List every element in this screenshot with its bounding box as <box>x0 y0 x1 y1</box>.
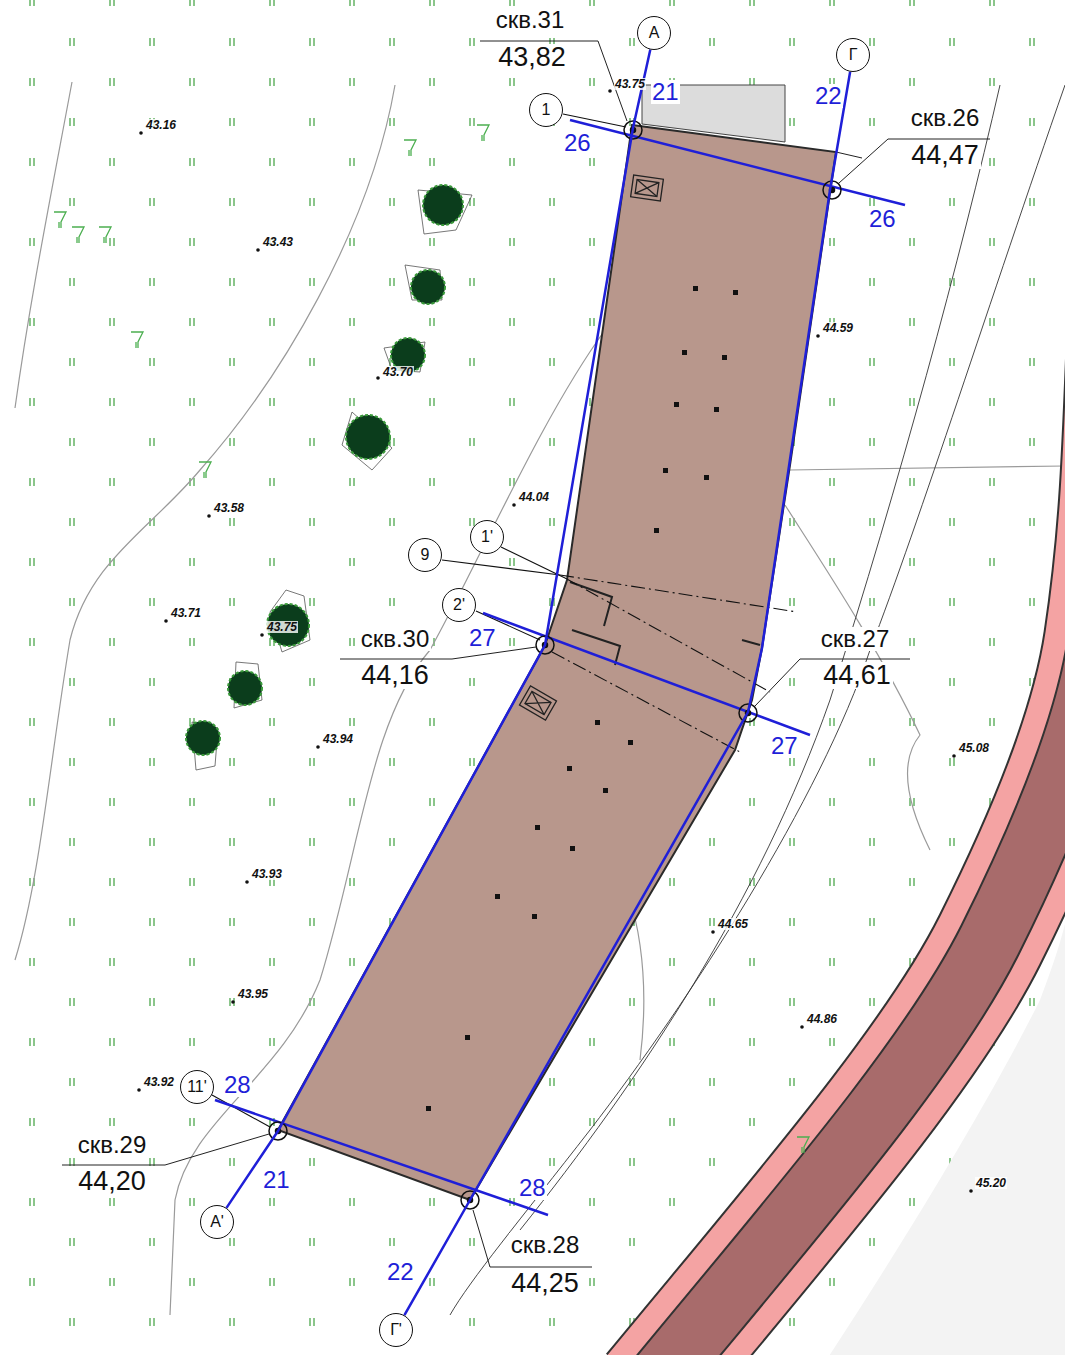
trees <box>186 185 472 770</box>
spot-elevation: 45.08 <box>958 742 990 754</box>
spot-elevation: 45.20 <box>975 1177 1007 1189</box>
spot-elevation: 43.16 <box>145 119 177 131</box>
axis-circle: А <box>637 16 671 50</box>
spot-elevation: 44.59 <box>822 322 854 334</box>
grid-axis-number: 22 <box>386 1260 415 1284</box>
borehole-name: скв.26 <box>909 106 982 130</box>
spot-elevation: 44.65 <box>717 918 749 930</box>
axis-circle: 9 <box>408 538 442 572</box>
borehole-name: скв.30 <box>359 627 432 651</box>
axis-mark: Г <box>849 47 858 63</box>
spot-points <box>137 89 973 1193</box>
borehole-elevation: 44,20 <box>76 1168 148 1195</box>
grid-axis-number: 22 <box>814 84 843 108</box>
borehole-name: скв.28 <box>509 1233 582 1257</box>
axis-circle: 1' <box>470 520 504 554</box>
axis-circle: 11' <box>180 1070 214 1104</box>
borehole-elevation: 43,82 <box>496 44 568 71</box>
borehole-leaders <box>62 41 990 1267</box>
axis-mark: Г' <box>390 1322 402 1338</box>
grid-axis-number: 27 <box>468 626 497 650</box>
extension-line <box>836 152 862 158</box>
grid-axis-number: 21 <box>262 1168 291 1192</box>
spot-elevation: 43.75 <box>614 78 646 90</box>
building-footprint <box>278 125 836 1200</box>
axis-mark: 9 <box>421 547 430 563</box>
spot-elevation: 44.86 <box>806 1013 838 1025</box>
grid-axis-line <box>404 72 850 1315</box>
grid-axis-number: 27 <box>770 734 799 758</box>
borehole-elevation: 44,61 <box>821 662 893 689</box>
spot-elevation: 43.70 <box>382 366 414 378</box>
axis-mark: 1 <box>542 102 551 118</box>
borehole-name: скв.31 <box>494 8 567 32</box>
grid-axis-line <box>226 50 650 1208</box>
grid-axis-number: 28 <box>518 1176 547 1200</box>
axis-mark: 1' <box>481 529 493 545</box>
axis-mark: 11' <box>187 1079 207 1095</box>
borehole-elevation: 44,16 <box>359 662 431 689</box>
spot-elevation: 43.75 <box>266 621 298 633</box>
borehole-elevation: 44,47 <box>909 142 981 169</box>
borehole-elevation: 44,25 <box>509 1270 581 1297</box>
spot-elevation: 43.95 <box>237 988 269 1000</box>
stair-block <box>570 582 760 665</box>
borehole-name: скв.29 <box>76 1133 149 1157</box>
boreholes <box>269 121 841 1209</box>
spot-elevation: 43.94 <box>322 733 354 745</box>
axis-circle: 2' <box>442 588 476 622</box>
axis-circle: 1 <box>529 93 563 127</box>
spot-elevation: 43.93 <box>251 868 283 880</box>
grid-axis-number: 21 <box>651 80 680 104</box>
spot-elevation: 43.71 <box>170 607 202 619</box>
borehole-name: скв.27 <box>819 627 892 651</box>
lift-shafts <box>520 175 664 720</box>
spot-elevation: 43.43 <box>262 236 294 248</box>
spot-elevation: 44.04 <box>518 491 550 503</box>
axis-mark: 2' <box>453 597 465 613</box>
axis-mark: А' <box>210 1214 224 1230</box>
axis-circle: Г <box>836 38 870 72</box>
axis-circle: Г' <box>379 1313 413 1347</box>
axis-mark: А <box>649 25 660 41</box>
grid-lines <box>215 120 905 1215</box>
spot-elevation: 43.92 <box>143 1076 175 1088</box>
grid-axis-number: 28 <box>223 1073 252 1097</box>
grid-axis-number: 26 <box>868 207 897 231</box>
grid-axis-number: 26 <box>563 131 592 155</box>
axis-circle: А' <box>200 1205 234 1239</box>
columns <box>426 286 738 1111</box>
spot-elevation: 43.58 <box>213 502 245 514</box>
